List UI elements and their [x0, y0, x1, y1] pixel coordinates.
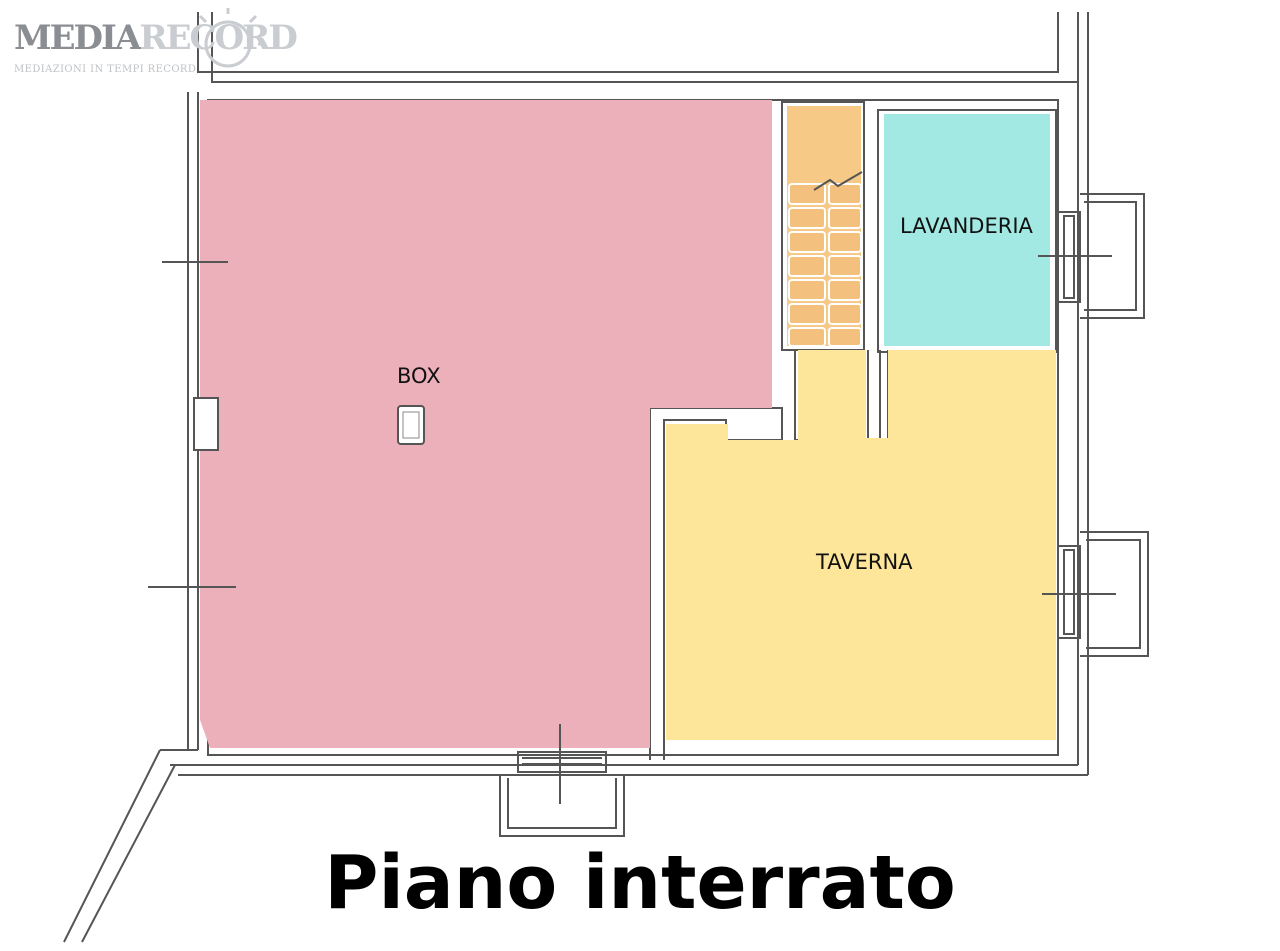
logo: MEDIARECORD MEDIAZIONI IN TEMPI RECORD [12, 12, 298, 82]
logo-tagline: MEDIAZIONI IN TEMPI RECORD [14, 64, 197, 75]
room-label-box: BOX [397, 364, 441, 388]
light-well-bottom [499, 751, 625, 837]
floor-caption: Piano interrato [324, 840, 956, 926]
taverna-room [666, 350, 1056, 740]
light-well-lower [1057, 531, 1149, 657]
stair-break-line [813, 171, 863, 191]
light-well-upper [1057, 193, 1145, 319]
room-label-taverna: TAVERNA [816, 550, 913, 574]
room-label-lavanderia: LAVANDERIA [900, 214, 1033, 238]
logo-circle-icon [198, 8, 264, 68]
box-room [200, 100, 772, 748]
lavanderia-room [884, 114, 1050, 346]
stair-steps [788, 183, 862, 347]
left-opening [193, 397, 219, 451]
logo-wordmark: MEDIARECORD [14, 18, 298, 58]
